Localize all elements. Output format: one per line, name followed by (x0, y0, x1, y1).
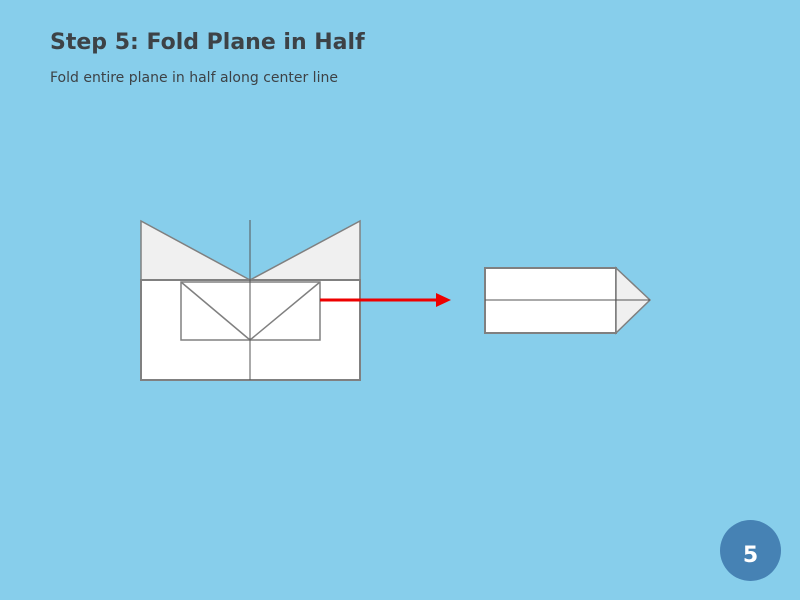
plane-before-fold (140, 219, 361, 381)
step-number-badge: 5 (720, 520, 781, 581)
step-title: Step 5: Fold Plane in Half (50, 30, 365, 55)
inner-left-diagonal (180, 281, 251, 341)
right-folded-flap (249, 219, 361, 281)
arrow-head (436, 293, 451, 307)
inner-right-diagonal (249, 281, 321, 341)
step-number: 5 (742, 543, 759, 568)
transition-arrow (320, 293, 451, 307)
step-instruction: Fold entire plane in half along center l… (50, 70, 338, 86)
plane-after-fold (484, 266, 652, 335)
left-folded-flap (140, 219, 251, 281)
